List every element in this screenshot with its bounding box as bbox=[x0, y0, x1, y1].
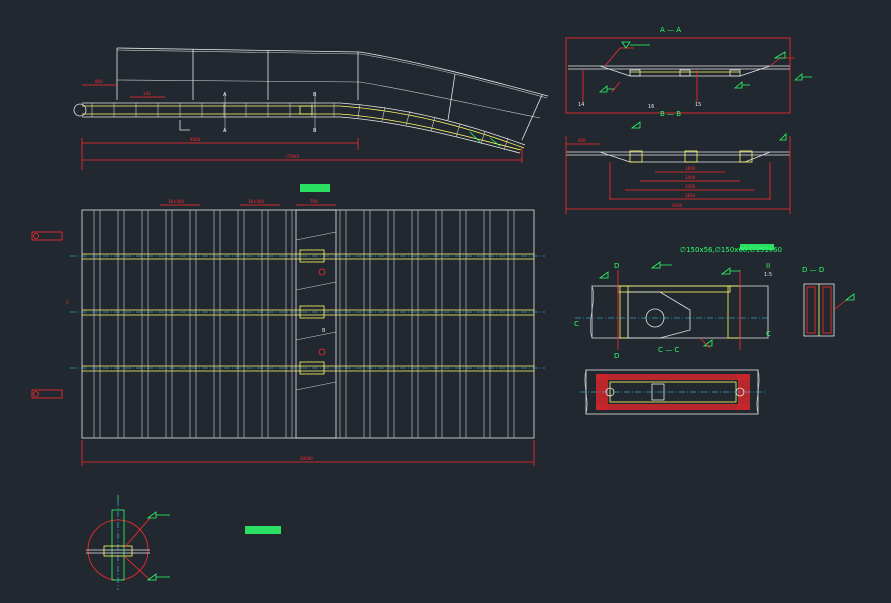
callout-16: 16 bbox=[648, 104, 654, 110]
section-mark-b-top: B bbox=[313, 92, 317, 98]
callout-15: 15 bbox=[695, 102, 701, 108]
elevation-view: A A B B 800 140 4000 (7000) bbox=[73, 47, 549, 170]
dim-4000: 4000 bbox=[190, 137, 201, 142]
detail-mark-c-right: C bbox=[766, 330, 771, 338]
dim-4000-b: 4000 bbox=[672, 203, 683, 208]
dim-pitch-1: 18×400 bbox=[168, 199, 185, 204]
section-a-title: A — A bbox=[660, 26, 681, 34]
dim-10000: 10000 bbox=[300, 456, 313, 461]
dim-700: 700 bbox=[310, 199, 318, 204]
section-b-title: B — B bbox=[660, 110, 681, 118]
spec-line: ∅150x56,∅150x60,∅151x60 bbox=[680, 246, 782, 254]
section-a-a: A — A 14 15 bbox=[565, 26, 812, 114]
detail-mark-c-left: C bbox=[574, 320, 579, 328]
section-mark-b-bottom: B bbox=[313, 128, 317, 134]
detail-i-mark: I bbox=[117, 494, 119, 502]
section-c-c bbox=[580, 369, 765, 415]
detail-i: I bbox=[86, 494, 281, 590]
dim-total: (7000) bbox=[286, 154, 300, 159]
detail-ii: ∅150x56,∅150x60,∅151x60 II 1:5 D D C C C… bbox=[574, 244, 782, 360]
view-mark-ii: II bbox=[766, 262, 770, 270]
dim-1800: 1800 bbox=[685, 166, 696, 171]
dim-800: 800 bbox=[95, 79, 103, 84]
dd-title: D — D bbox=[802, 266, 824, 274]
detail-mark-d-bottom: D bbox=[614, 352, 619, 360]
dim-2400: 2400 bbox=[685, 175, 696, 180]
dim-3810: 3810 bbox=[685, 193, 696, 198]
dim-600: 600 bbox=[578, 138, 586, 143]
plan-mark-b: B bbox=[322, 328, 326, 334]
section-mark-a-top: A bbox=[223, 92, 227, 98]
view-scale: 1:5 bbox=[764, 272, 772, 278]
cc-title: C — C bbox=[658, 346, 679, 354]
dim-pitch-2: 18×400 bbox=[248, 199, 265, 204]
section-mark-a-bottom: A bbox=[223, 128, 227, 134]
section-d-d: D — D bbox=[802, 266, 855, 337]
dim-3200: 3200 bbox=[685, 184, 696, 189]
callout-14: 14 bbox=[578, 102, 584, 108]
detail-mark-d-top: D bbox=[614, 262, 619, 270]
plan-mark-a: A bbox=[66, 300, 69, 305]
dim-140: 140 bbox=[143, 91, 151, 96]
section-b-b: B — B 16 600 1800 2400 3200 3810 4000 bbox=[565, 104, 791, 214]
plan-view: A B 18×400 18×400 700 10000 bbox=[31, 184, 545, 466]
